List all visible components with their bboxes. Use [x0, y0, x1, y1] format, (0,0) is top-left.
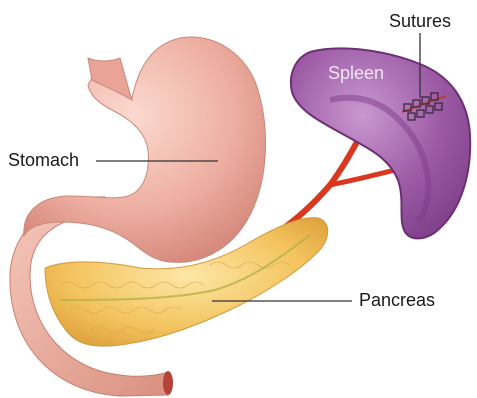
stomach-label: Stomach	[8, 151, 79, 169]
sutures-label: Sutures	[389, 12, 451, 30]
pancreas-label: Pancreas	[359, 291, 435, 309]
intestine-opening	[163, 371, 173, 395]
spleen-label: Spleen	[328, 64, 384, 82]
